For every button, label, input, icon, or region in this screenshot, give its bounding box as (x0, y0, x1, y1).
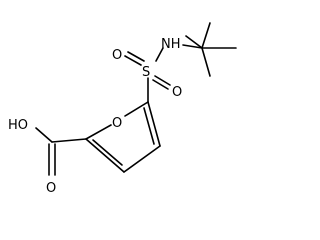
bond-s-o-bottom-b (152, 79, 169, 90)
atom-label-sulfur: S (142, 65, 150, 80)
atom-label-sulfonyl-o-top: O (112, 48, 122, 63)
bond-layer (35, 22, 237, 176)
atom-label-sulfonyl-o-bottom: O (172, 85, 182, 100)
bond-c5-o1 (124, 101, 149, 117)
bond-c5-c4-inner (143, 107, 155, 145)
bond-tbu-left (185, 35, 203, 49)
bond-c3-c2-inner (92, 139, 123, 166)
bond-n-s (155, 47, 164, 62)
atom-label-hydroxyl: HO (8, 118, 28, 133)
bond-c2-cooh (51, 138, 87, 143)
bond-s-o-top-b (127, 51, 145, 62)
atom-label-nh: NH (161, 37, 181, 52)
bond-s-o-bottom-a (154, 75, 171, 86)
bond-tbu-top (201, 22, 211, 49)
atom-label-carbonyl-oxygen: O (46, 181, 56, 196)
atom-label-ring-oxygen: O (112, 116, 122, 131)
bond-tbu-bottom (201, 47, 211, 77)
bond-o1-c2 (85, 124, 112, 140)
atom-label-layer: NH S O O O HO O (8, 37, 182, 196)
bond-n-c-tbu (182, 44, 203, 49)
bond-c5-c4 (147, 101, 161, 147)
molecule-diagram: NH S O O O HO O (8, 22, 237, 196)
bond-c-oh (35, 127, 53, 143)
bond-c4-c3 (123, 145, 161, 173)
bond-c3-c2 (85, 138, 125, 173)
bond-s-o-top-a (124, 55, 142, 66)
